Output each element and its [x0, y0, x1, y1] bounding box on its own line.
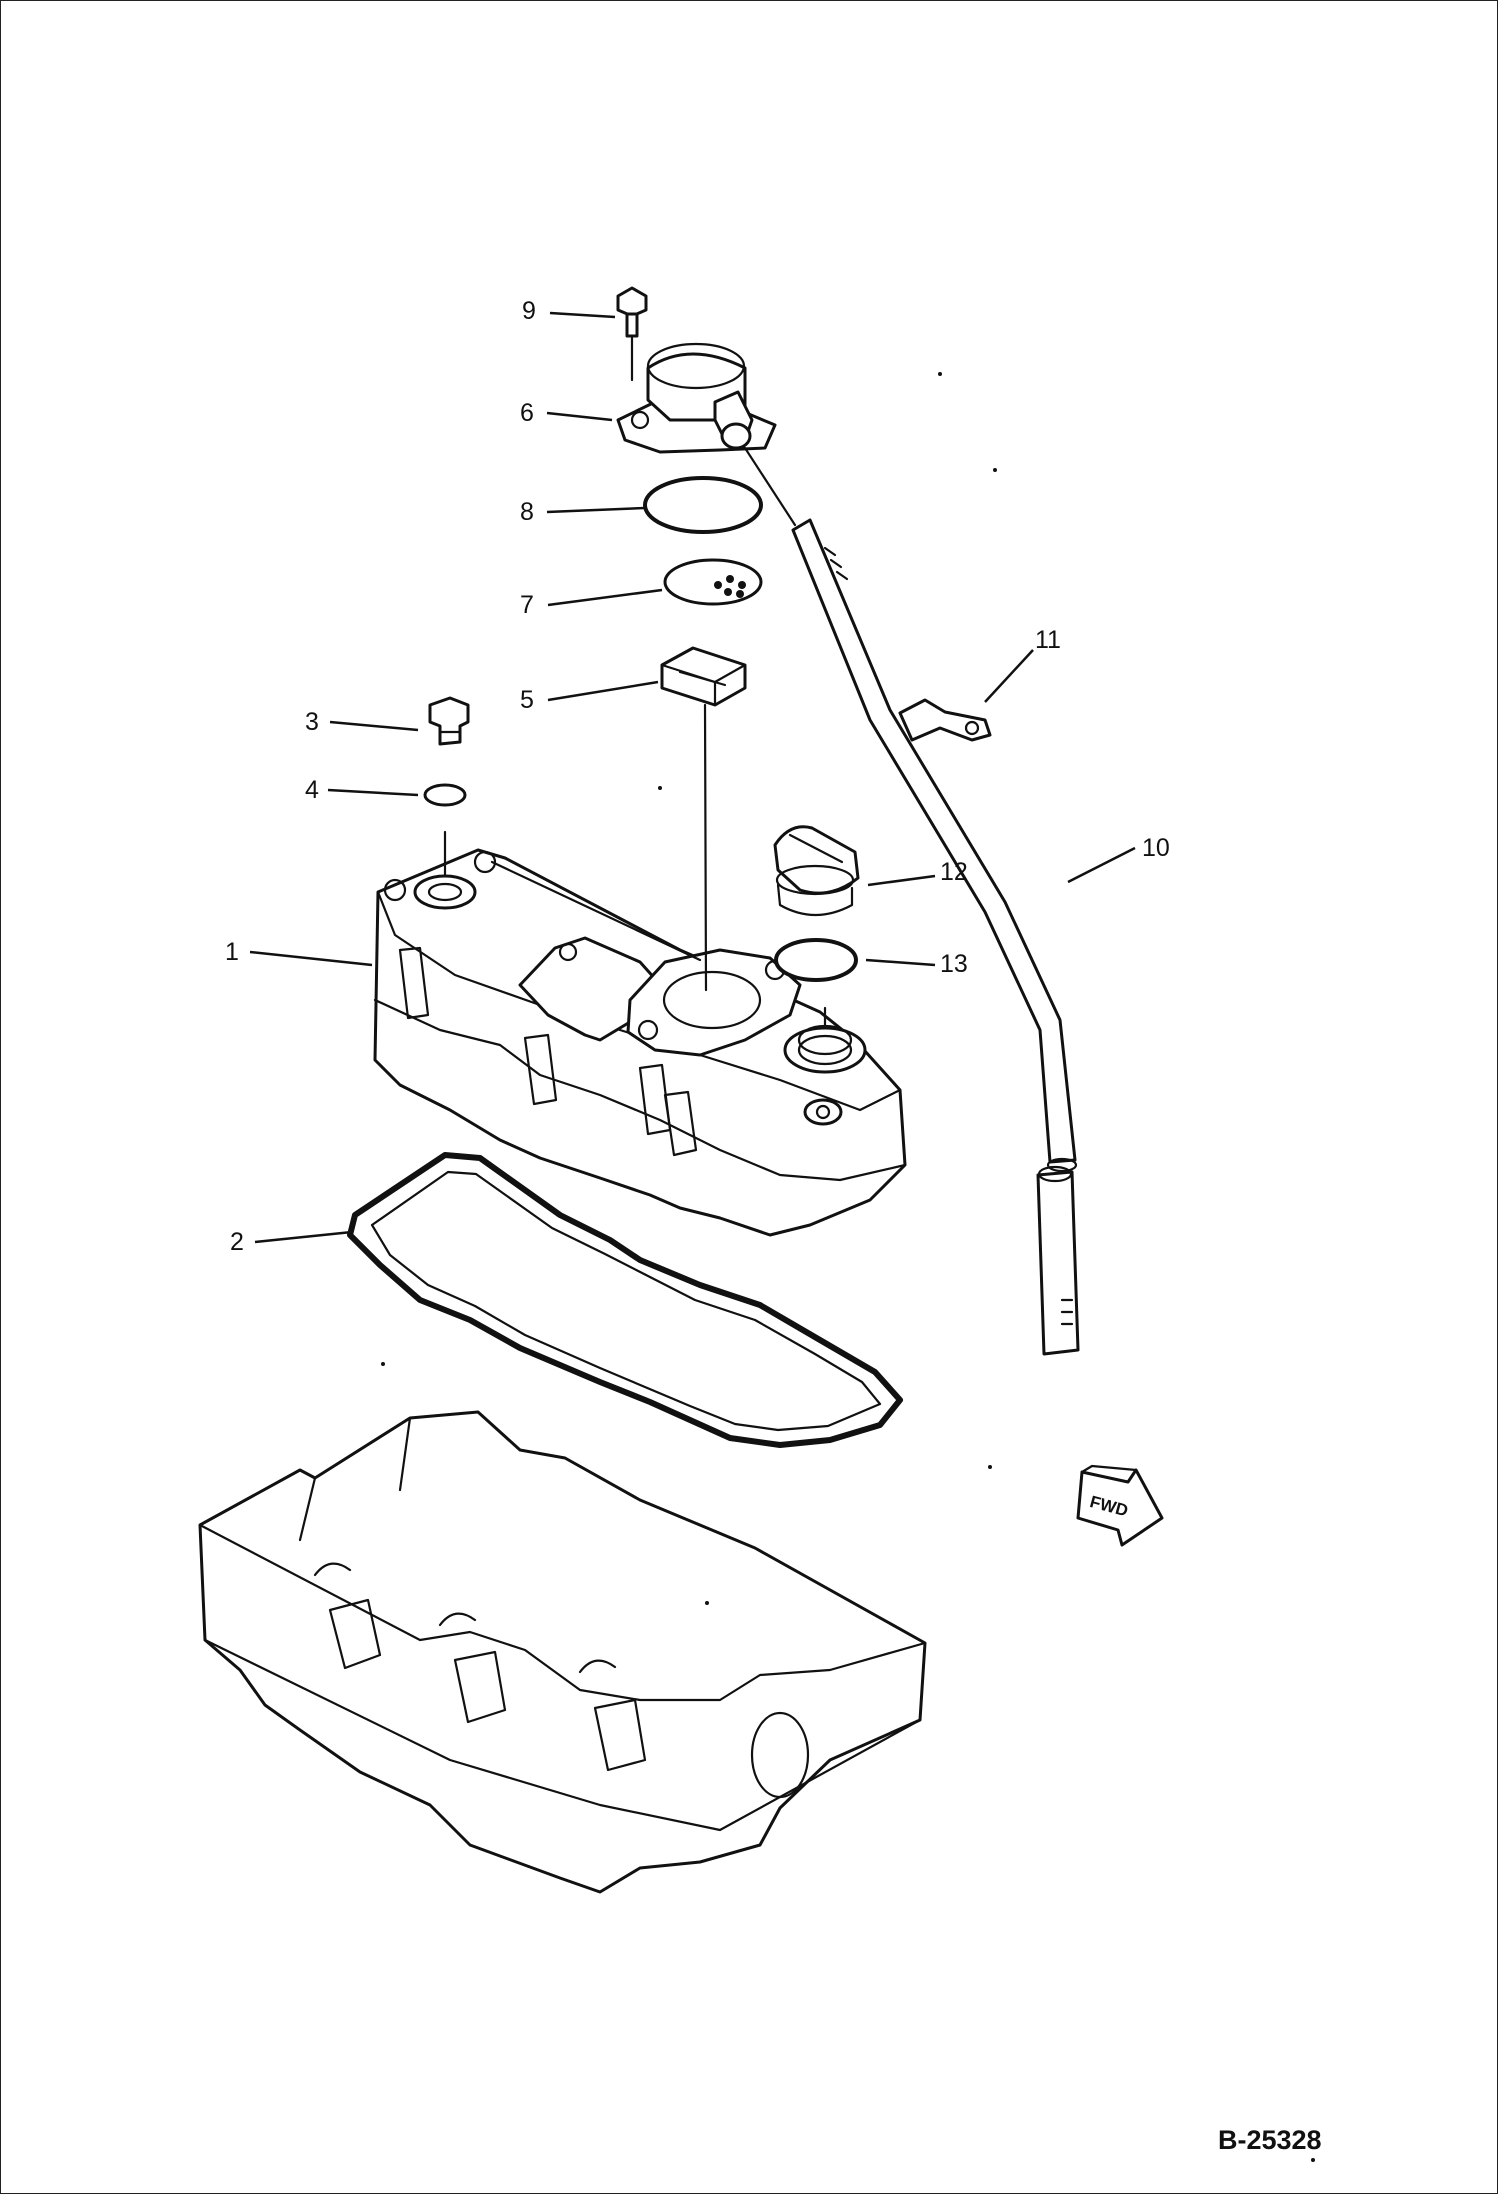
- callout-5: 5: [520, 686, 534, 714]
- leader-lines: [249, 311, 1136, 1244]
- callout-10: 10: [1142, 834, 1170, 862]
- hose-clip-drawing: [898, 698, 992, 742]
- callout-6: 6: [520, 399, 534, 427]
- o-ring-large-drawing: [643, 476, 763, 534]
- o-ring-small-drawing: [423, 783, 467, 807]
- plug-drawing: [428, 696, 470, 746]
- drawing-number: B-25328: [1218, 2125, 1322, 2155]
- callout-7: 7: [520, 591, 534, 619]
- gasket-drawing: [347, 1152, 903, 1448]
- fwd-arrow: FWD: [1076, 1464, 1164, 1547]
- callout-4: 4: [305, 776, 319, 804]
- callout-8: 8: [520, 498, 534, 526]
- callout-13: 13: [940, 950, 968, 978]
- oil-filler-cap-drawing: [773, 825, 860, 916]
- callout-1: 1: [225, 938, 239, 966]
- o-ring-cap-drawing: [774, 938, 858, 982]
- callout-9: 9: [522, 297, 536, 325]
- callout-3: 3: [305, 708, 319, 736]
- callout-11: 11: [1035, 626, 1061, 654]
- breather-hose-drawing: [743, 446, 1080, 1356]
- baffle-plate-drawing: [663, 558, 763, 606]
- breather-cover-drawing: [616, 342, 777, 454]
- valve-cover-drawing: [373, 830, 907, 1237]
- cylinder-head-drawing: [198, 1410, 927, 1894]
- callout-12: 12: [940, 858, 968, 886]
- callout-2: 2: [230, 1228, 244, 1256]
- scan-specks: [381, 372, 1315, 2162]
- breather-element-drawing: [660, 646, 747, 992]
- callout-numbers: 9 6 8 7 5 3 4 1 2 11 10 12 13: [225, 297, 1170, 1256]
- bolt-drawing: [616, 286, 648, 382]
